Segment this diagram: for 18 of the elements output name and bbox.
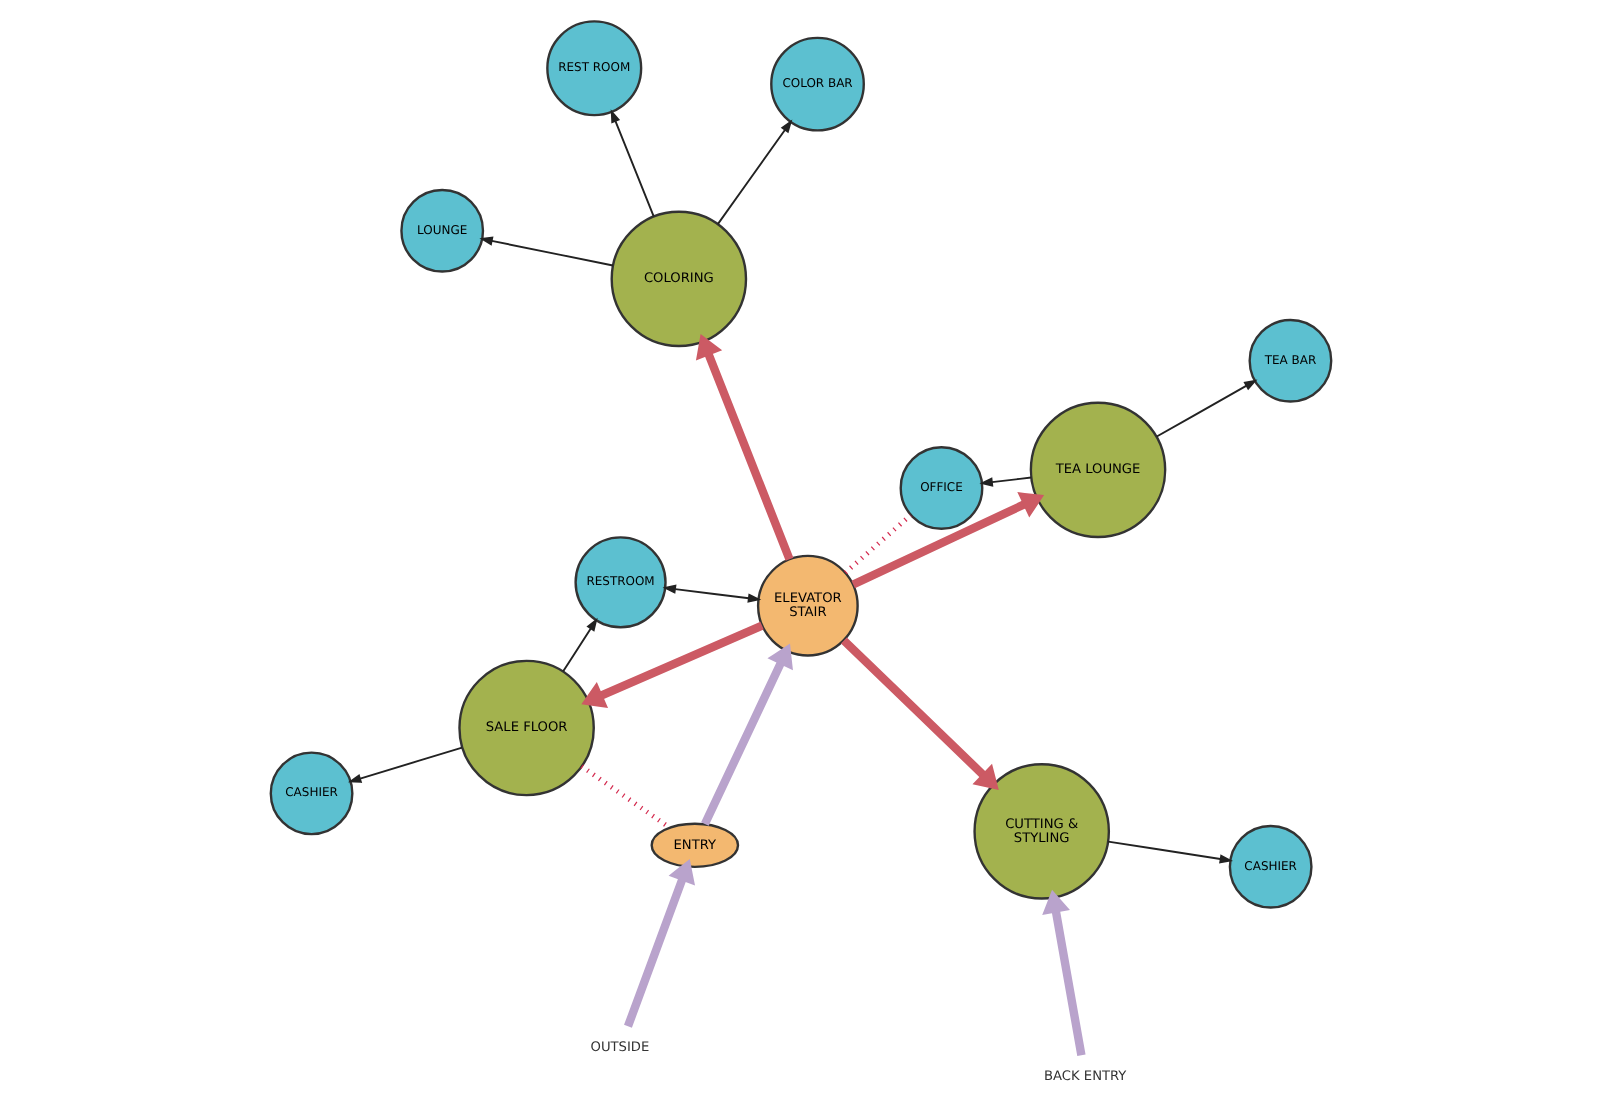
arrow xyxy=(840,637,998,790)
arrow xyxy=(580,621,763,708)
arrow xyxy=(661,584,761,603)
arrow xyxy=(1106,840,1233,864)
arrow xyxy=(694,333,793,561)
connector xyxy=(579,764,670,830)
connector xyxy=(842,513,912,575)
arrow xyxy=(561,617,597,673)
arrow xyxy=(609,109,654,218)
arrow xyxy=(700,643,792,826)
arrow xyxy=(346,746,463,783)
arrow xyxy=(715,119,792,226)
arrow xyxy=(978,476,1032,487)
arrow xyxy=(623,858,695,1028)
arrow xyxy=(478,236,613,267)
arrow xyxy=(1154,379,1257,438)
arrow xyxy=(850,492,1044,589)
arrow xyxy=(1041,889,1085,1056)
